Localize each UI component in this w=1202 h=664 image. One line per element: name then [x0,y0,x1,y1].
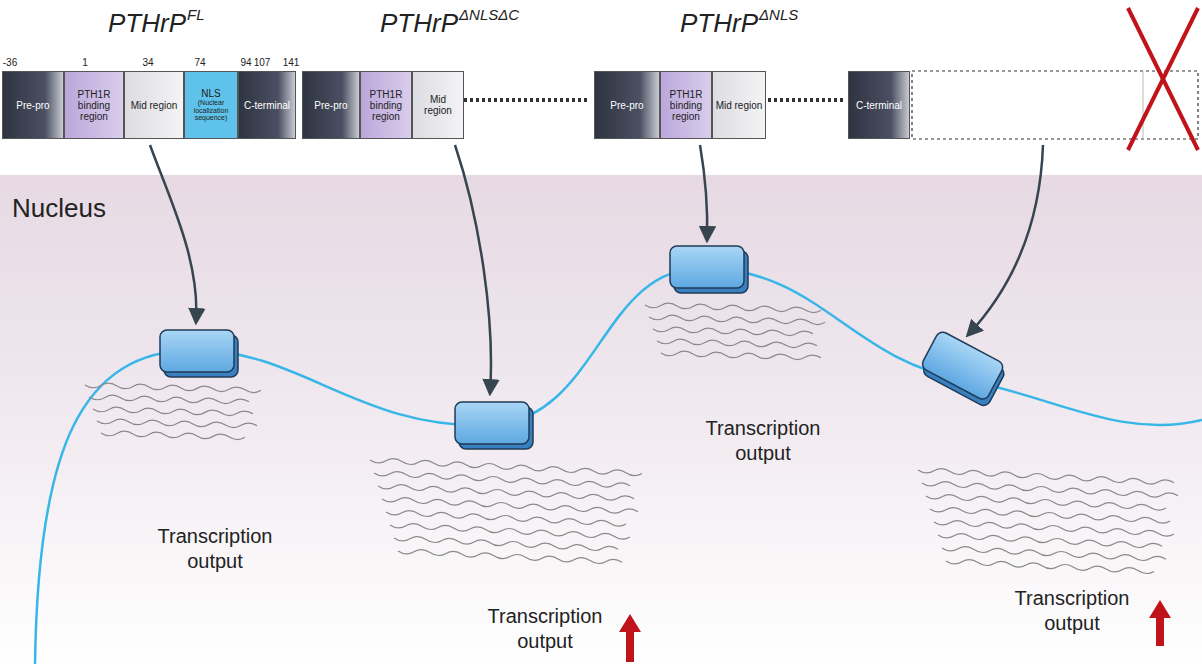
domain-box: Pre-pro [594,71,660,139]
domain-note: (Nuclear localization sequence) [187,99,235,122]
domain-name: C-terminal [244,100,290,111]
domain-name: Nucleus [12,194,106,223]
domain-box: PTH1R binding region [660,71,712,139]
construct-superscript: ΔNLS [759,6,798,23]
domain-box: PTH1R binding region [360,71,412,139]
construct-superscript: FL [187,6,205,23]
domain-name: Pre-pro [314,100,347,111]
domain-name: Mid region [716,100,763,111]
residue-number: 34 [142,57,153,68]
residue-number: 74 [194,57,205,68]
domain-box: PTH1R binding region [64,71,124,139]
residue-number: 141 [283,57,300,68]
construct-name: PTHrP [108,8,186,39]
domain-name: PTH1R binding region [67,89,121,122]
domain-box: NLS(Nuclear localization sequence) [184,71,238,139]
output-label: Transcription output [688,416,838,466]
domain-box: Mid region [412,71,464,139]
domain-name: Pre-pro [16,100,49,111]
domain-name: Mid region [415,94,461,116]
output-label: Transcription output [140,524,290,574]
region-label: Nucleus [12,188,152,228]
residue-number: -36 [3,57,17,68]
construct-name: PTHrP [380,8,458,39]
construct-arrows [150,145,1043,393]
domain-name: PTH1R binding region [663,89,709,122]
polymerase [160,246,1009,449]
domain-name: NLS [201,88,220,99]
residue-number: 107 [254,57,271,68]
construct-name: PTHrP [680,8,758,39]
dna-strand [35,268,1202,664]
transcript-lines [85,303,1178,573]
divider [1143,71,1144,139]
cross-mark [1128,8,1198,150]
domain-name: Mid region [131,100,178,111]
output-label: Transcription output [470,604,620,654]
domain-box: C-terminal [238,71,296,139]
domain-box: Mid region [124,71,184,139]
domain-name: C-terminal [856,100,902,111]
residue-number: 94 [240,57,251,68]
domain-box: Pre-pro [2,71,64,139]
domain-name: Pre-pro [610,100,643,111]
domain-box: Mid region [712,71,766,139]
empty-construct [912,71,1198,139]
residue-number: 1 [82,57,88,68]
output-label: Transcription output [997,586,1147,636]
domain-name: PTH1R binding region [363,89,409,122]
domain-box: C-terminal [848,71,910,139]
construct-superscript: ΔNLSΔC [459,6,519,23]
domain-box: Pre-pro [302,71,360,139]
